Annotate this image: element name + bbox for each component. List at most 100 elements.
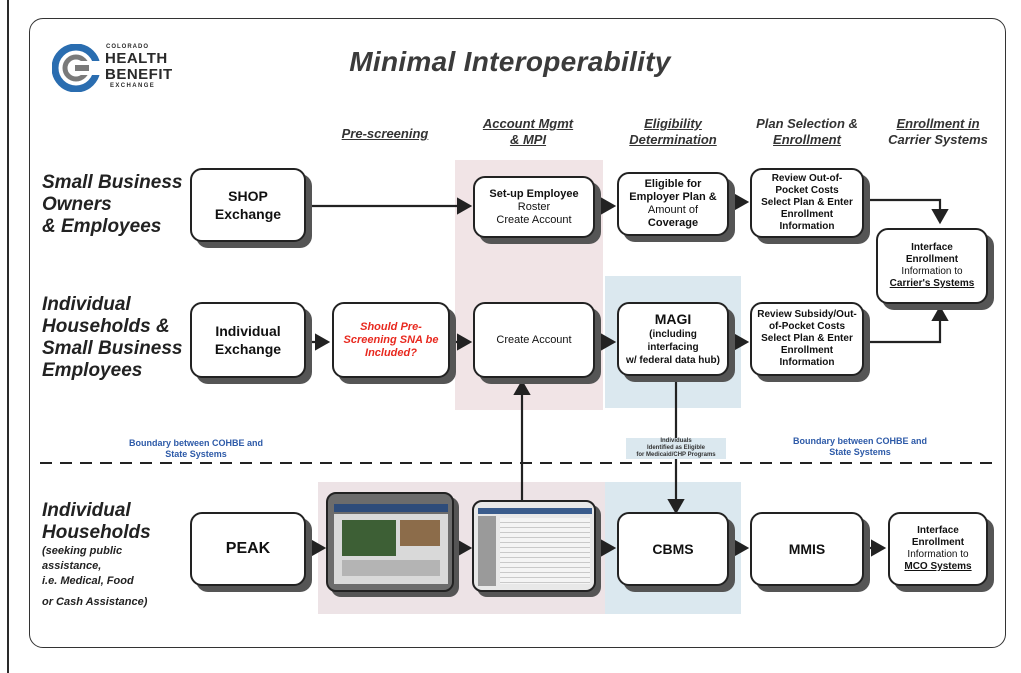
row3-sub1: (seeking public: [42, 545, 123, 557]
magi-line2: (including interfacing: [647, 329, 699, 353]
row-label-individual-households: Individual Households & Small Business E…: [42, 294, 182, 382]
interface-carrier-box: Interface Enrollment Information to Carr…: [876, 228, 988, 304]
elig-line1: Eligible for: [644, 178, 702, 190]
mmis-text: MMIS: [788, 541, 826, 557]
elig-line4: Coverage: [647, 217, 699, 229]
shop-line1: SHOP: [228, 188, 268, 204]
thumb2-sidebar: [478, 516, 496, 586]
review-costs-box-2: Review Subsidy/Out- of-Pocket Costs Sele…: [750, 302, 864, 376]
prescreen-line2: Screening SNA be: [343, 333, 439, 346]
col-head-account-line2: & MPI: [509, 132, 547, 147]
review1-line4: Enrollment: [780, 209, 834, 220]
elig-line3: Amount of: [647, 204, 699, 216]
logo-line-1: COLORADO: [106, 44, 149, 50]
col-head-prescreening: Pre-screening: [320, 126, 450, 142]
magi-line1: MAGI: [654, 311, 692, 327]
review1-line1: Review Out-of-: [771, 173, 843, 184]
create-account-text: Create Account: [496, 334, 572, 346]
interface2-line4: MCO Systems: [904, 561, 972, 572]
thumb1-image: [400, 520, 440, 546]
review-costs-box-1: Review Out-of- Pocket Costs Select Plan …: [750, 168, 864, 238]
interface2-line1: Interface: [917, 525, 959, 536]
boundary-left-line2: State Systems: [165, 449, 227, 459]
individual-exchange-box: Individual Exchange: [190, 302, 306, 378]
row2-line3: Small Business: [42, 338, 183, 359]
logo-mark-icon: [52, 44, 100, 92]
row3-sub3: i.e. Medical, Food: [42, 575, 134, 587]
setup-line1: Set-up Employee: [489, 187, 579, 200]
arrow-review2-to-interface1: [866, 305, 949, 344]
interface1-line2: Enrollment: [905, 254, 959, 265]
diagram-title: Minimal Interoperability: [349, 46, 671, 77]
row3-sub4: or Cash Assistance): [42, 596, 148, 608]
thumb1-topbar: [334, 504, 448, 512]
review2-line4: Enrollment: [780, 345, 834, 356]
magi-box: MAGI (including interfacing w/ federal d…: [617, 302, 729, 376]
interface-mco-box: Interface Enrollment Information to MCO …: [888, 512, 988, 586]
prescreening-question-box: Should Pre- Screening SNA be Included?: [332, 302, 450, 378]
ind-line1: Individual: [215, 323, 281, 339]
thumb1-panel: [342, 520, 396, 556]
boundary-label-right: Boundary between COHBE and State Systems: [760, 436, 960, 458]
peak-screenshot-thumbnail-2: [472, 500, 596, 592]
row1-line1: Small Business: [42, 172, 183, 193]
review1-line2: Pocket Costs: [775, 185, 839, 196]
page-edge-rule: [7, 0, 9, 673]
review2-line1: Review Subsidy/Out-: [757, 309, 857, 320]
col-head-carrier: Enrollment in Carrier Systems: [868, 116, 1008, 148]
col-head-carrier-line2: Carrier Systems: [888, 132, 988, 147]
row2-line4: Employees: [42, 360, 143, 381]
col-head-prescreening-text: Pre-screening: [341, 126, 429, 141]
mmis-box: MMIS: [750, 512, 864, 586]
note-line1: Individuals: [660, 438, 692, 444]
col-head-eligibility-line2: Determination: [629, 132, 717, 147]
cbms-box: CBMS: [617, 512, 729, 586]
logo-line-4: EXCHANGE: [110, 83, 156, 89]
note-line2: Identified as Eligible: [646, 445, 705, 451]
magi-line3: w/ federal data hub): [626, 355, 720, 366]
boundary-label-left: Boundary between COHBE and State Systems: [96, 438, 296, 460]
review1-line3: Select Plan & Enter: [761, 197, 853, 208]
boundary-left-line1: Boundary between COHBE and: [128, 438, 263, 448]
interface2-line2: Enrollment: [911, 537, 965, 548]
interface1-line4: Carrier's Systems: [889, 278, 975, 289]
note-line3: for Medicaid/CHP Programs: [636, 452, 716, 458]
peak-text: PEAK: [225, 540, 271, 557]
eligible-employer-plan-box: Eligible for Employer Plan & Amount of C…: [617, 172, 729, 236]
setup-line3: Create Account: [496, 213, 572, 226]
review2-line3: Select Plan & Enter: [761, 333, 853, 344]
interface1-line3: Information to: [901, 266, 963, 277]
elig-line2: Employer Plan &: [629, 191, 717, 203]
boundary-right-line2: State Systems: [829, 447, 891, 457]
setup-roster-box: Set-up Employee Roster Create Account: [473, 176, 595, 238]
medicaid-eligible-note: Individuals Identified as Eligible for M…: [626, 438, 726, 459]
thumb2-main: [500, 518, 590, 584]
col-head-eligibility: Eligibility Determination: [604, 116, 742, 148]
col-head-plan: Plan Selection & Enrollment: [738, 116, 876, 148]
row3-sub2: assistance,: [42, 560, 102, 572]
col-head-eligibility-line1: Eligibility: [644, 116, 702, 131]
col-head-plan-line1: Plan Selection &: [756, 116, 858, 131]
col-head-account: Account Mgmt & MPI: [458, 116, 598, 148]
row2-line1: Individual: [42, 294, 131, 315]
boundary-right-line1: Boundary between COHBE and: [792, 436, 927, 446]
logo-line-3: BENEFIT: [105, 66, 173, 83]
arrow-review1-to-interface1: [866, 198, 949, 225]
interface2-line3: Information to: [907, 549, 969, 560]
row3-line1: Individual: [42, 500, 131, 521]
row-label-public-assistance: Individual Households (seeking public as…: [42, 500, 151, 610]
row3-line2: Households: [42, 522, 151, 543]
setup-line2: Roster: [517, 200, 551, 213]
review2-line2: of-Pocket Costs: [768, 321, 846, 332]
col-head-account-line1: Account Mgmt: [482, 116, 574, 131]
thumb2-topbar: [478, 508, 592, 514]
review2-line5: Information: [779, 357, 835, 368]
prescreen-line3: Included?: [365, 346, 417, 359]
prescreen-line1: Should Pre-: [360, 320, 422, 333]
shop-exchange-box: SHOP Exchange: [190, 168, 306, 242]
row-label-small-business: Small Business Owners & Employees: [42, 172, 182, 238]
ind-line2: Exchange: [214, 341, 282, 357]
row1-line2: Owners: [42, 194, 112, 215]
peak-box: PEAK: [190, 512, 306, 586]
create-account-box: Create Account: [473, 302, 595, 378]
